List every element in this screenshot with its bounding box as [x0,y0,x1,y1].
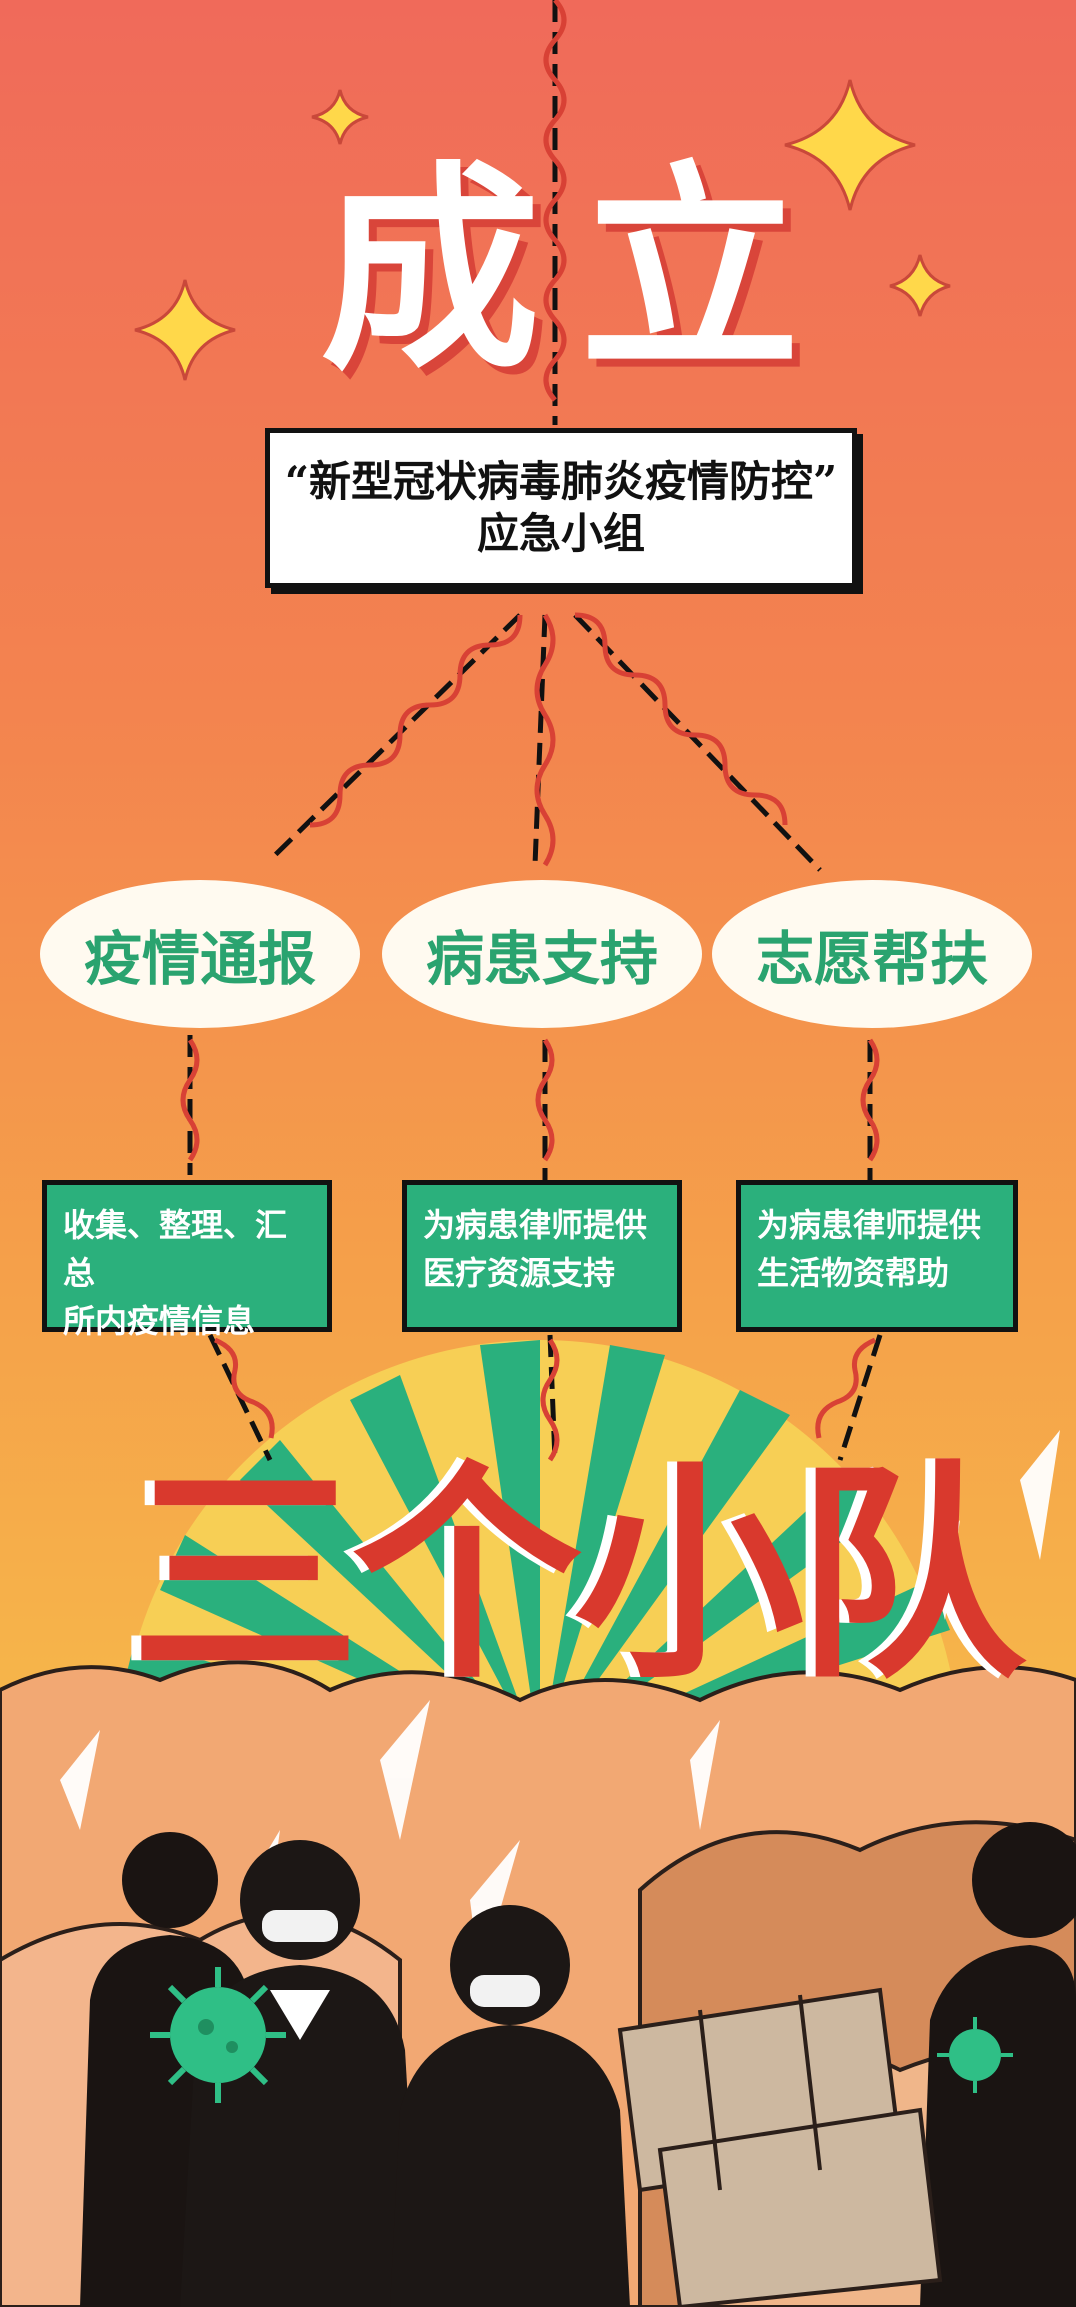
virus-icon [937,2017,1013,2093]
team-desc-box: 收集、整理、汇总 所内疫情信息 [42,1180,332,1340]
team-desc-line: 医疗资源支持 [423,1254,616,1292]
people [80,1822,1076,2307]
headline-char: 立 [580,140,801,399]
team-desc-line: 为病患律师提供 [423,1206,648,1244]
supply-boxes [617,1987,943,2307]
team-desc-line: 为病患律师提供 [757,1206,982,1244]
three-teams-title: 三个小队 [130,1440,1026,1710]
sparkle-icon [784,79,916,211]
team-oval: 病患支持 [382,880,702,1028]
virus-icon [150,1967,286,2103]
sparkle-icon [134,279,236,381]
title-line-1: “新型冠状病毒肺炎疫情防控” [284,456,838,506]
team-desc-line: 收集、整理、汇总 [63,1206,288,1292]
headline-char: 成 [320,140,541,399]
team-desc-line: 所内疫情信息 [63,1302,256,1340]
team-oval: 志愿帮扶 [712,880,1032,1028]
team-desc-line: 生活物资帮助 [757,1254,950,1292]
team-desc-box: 为病患律师提供 生活物资帮助 [736,1180,1018,1332]
person-icon [390,1905,630,2307]
title-box: “新型冠状病毒肺炎疫情防控” 应急小组 [265,428,857,588]
team-oval: 疫情通报 [40,880,360,1028]
sparkle-icon [311,89,369,145]
sparkle-icon [889,254,951,317]
title-line-2: 应急小组 [476,509,645,558]
team-desc-box: 为病患律师提供 医疗资源支持 [402,1180,682,1332]
